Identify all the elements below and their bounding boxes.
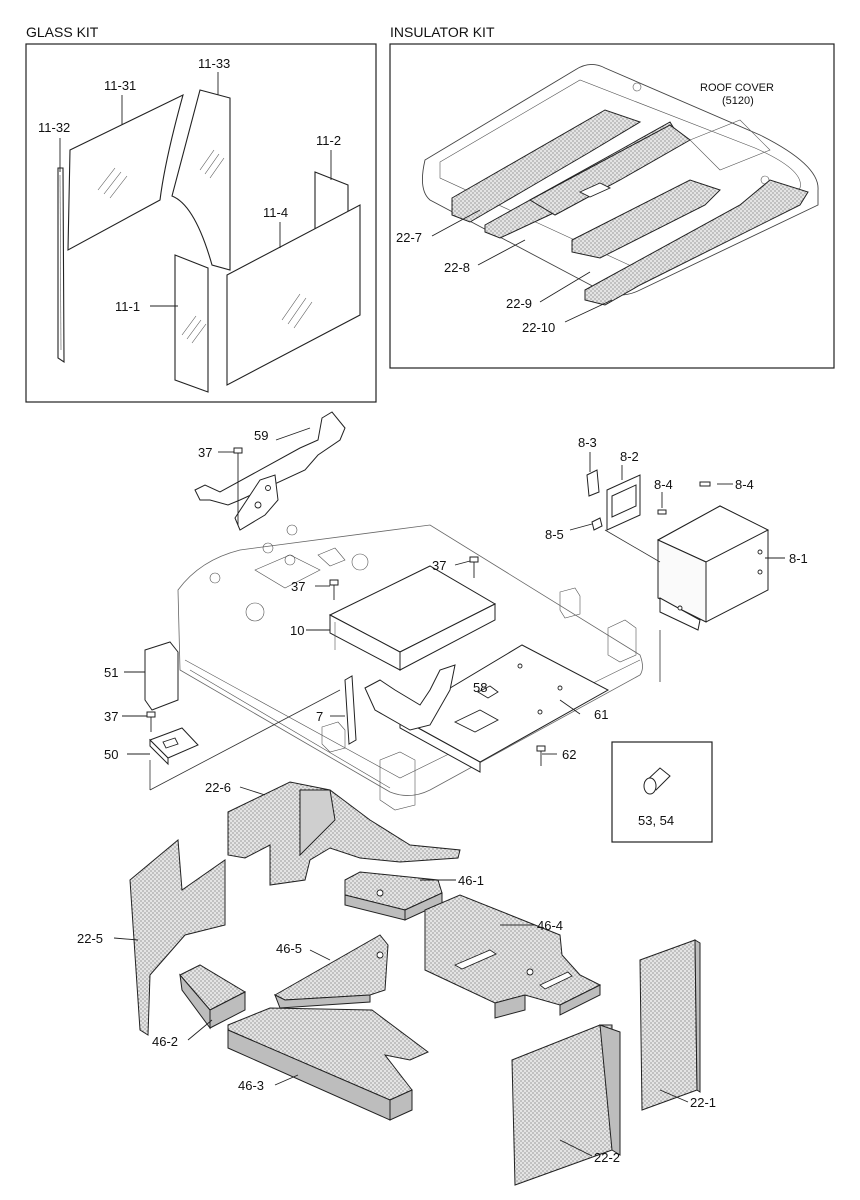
- label-61: 61: [594, 707, 608, 722]
- label-8-2: 8-2: [620, 449, 639, 464]
- label-22-8: 22-8: [444, 260, 470, 275]
- label-46-3: 46-3: [238, 1078, 264, 1093]
- label-22-7: 22-7: [396, 230, 422, 245]
- glass-kit-title: GLASS KIT: [26, 24, 99, 40]
- glass-kit-section: GLASS KIT: [25, 24, 377, 403]
- label-11-33: 11-33: [198, 56, 230, 71]
- part-8-1: [656, 505, 770, 631]
- insulator-46-5: [273, 934, 389, 1009]
- label-53-54: 53, 54: [638, 813, 674, 828]
- part-53-54: [643, 767, 671, 795]
- bolt-37: [146, 447, 479, 732]
- label-8-5: 8-5: [545, 527, 564, 542]
- insulator-22-10: [584, 179, 809, 306]
- label-58: 58: [473, 680, 487, 695]
- label-11-1: 11-1: [115, 299, 140, 314]
- label-62: 62: [562, 747, 576, 762]
- insulator-46-4: [424, 894, 602, 1019]
- label-51: 51: [104, 665, 118, 680]
- label-37-d: 37: [104, 709, 118, 724]
- part-61: [398, 644, 610, 773]
- insulator-22-1: [639, 939, 701, 1111]
- insulator-46-3: [227, 1007, 429, 1121]
- insulator-46-1: [344, 871, 443, 921]
- label-37-a: 37: [198, 445, 212, 460]
- label-22-1: 22-1: [690, 1095, 716, 1110]
- label-22-6: 22-6: [205, 780, 231, 795]
- insulator-46-2: [179, 964, 247, 1030]
- label-22-5: 22-5: [77, 931, 103, 946]
- part-51: [144, 641, 179, 711]
- label-46-2: 46-2: [152, 1034, 178, 1049]
- label-8-4-a: 8-4: [654, 477, 673, 492]
- label-22-9: 22-9: [506, 296, 532, 311]
- label-10: 10: [290, 623, 304, 638]
- part-8-3: [586, 469, 600, 497]
- insulator-22-9: [571, 179, 721, 259]
- glass-kit-frame: [25, 43, 377, 403]
- label-8-4-b: 8-4: [735, 477, 754, 492]
- insulator-22-6: [227, 781, 461, 886]
- label-7: 7: [316, 709, 323, 724]
- part-8-4: [657, 509, 667, 515]
- label-37-c: 37: [432, 558, 446, 573]
- label-59: 59: [254, 428, 268, 443]
- label-37-b: 37: [291, 579, 305, 594]
- glass-11-32: [57, 167, 65, 364]
- cab-floor-assembly: 59 37 37 37 37 10 51 50 7 58 61 62 8-3 8…: [104, 411, 808, 843]
- part-8-5: [591, 517, 603, 531]
- insulator-kit-frame: [389, 43, 835, 369]
- glass-11-33: [171, 89, 231, 271]
- part-53-54-frame: [611, 741, 713, 843]
- glass-11-31: [67, 93, 184, 251]
- roof-cover-name: ROOF COVER: [700, 82, 774, 94]
- label-11-4: 11-4: [263, 205, 288, 220]
- label-11-31: 11-31: [104, 78, 136, 93]
- label-22-10: 22-10: [522, 320, 555, 335]
- floor-insulators: 22-6 22-5 46-1 46-4 46-5 46-2 46-3 22-1 …: [77, 780, 716, 1186]
- label-8-1: 8-1: [789, 551, 808, 566]
- label-46-5: 46-5: [276, 941, 302, 956]
- label-11-32: 11-32: [38, 120, 70, 135]
- label-11-2: 11-2: [316, 133, 341, 148]
- insulator-kit-section: INSULATOR KIT ROOF COVER (5120) 22-7 22-…: [389, 24, 835, 369]
- part-8-2: [606, 474, 641, 531]
- bolt-62: [536, 745, 546, 766]
- part-59: [194, 411, 346, 531]
- label-46-1: 46-1: [458, 873, 484, 888]
- part-7: [344, 675, 357, 745]
- insulator-kit-title: INSULATOR KIT: [390, 24, 495, 40]
- label-50: 50: [104, 747, 118, 762]
- label-46-4: 46-4: [537, 918, 563, 933]
- glass-11-4: [226, 204, 361, 386]
- part-58: [364, 664, 456, 731]
- glass-11-1: [174, 254, 209, 393]
- insulator-22-7: [451, 109, 642, 223]
- part-10: [328, 565, 497, 671]
- insulator-22-5: [129, 838, 226, 1036]
- roof-cover-code: (5120): [722, 95, 754, 107]
- label-22-2: 22-2: [594, 1150, 620, 1165]
- label-8-3: 8-3: [578, 435, 597, 450]
- part-50: [149, 727, 199, 766]
- insulator-22-2: [511, 1024, 621, 1186]
